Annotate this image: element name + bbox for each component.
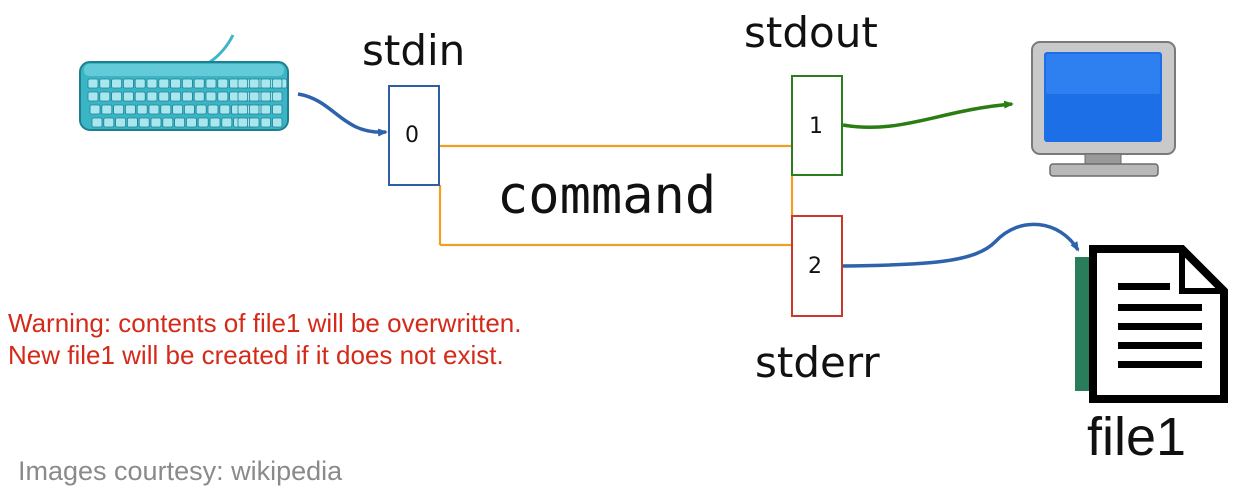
keyboard-icon bbox=[79, 34, 289, 131]
keyboard-key bbox=[162, 117, 174, 128]
stdout-label: stdout bbox=[744, 8, 878, 57]
keyboard-key bbox=[249, 91, 260, 102]
keyboard-key bbox=[205, 78, 217, 89]
command-wiring bbox=[438, 144, 794, 247]
keyboard-key bbox=[123, 91, 134, 102]
keyboard-key bbox=[221, 117, 233, 128]
keyboard-key bbox=[150, 117, 162, 128]
keyboard-key bbox=[237, 104, 248, 115]
output-arrow bbox=[842, 100, 1014, 130]
keyboard-key bbox=[134, 91, 146, 102]
keyboard-key bbox=[237, 78, 248, 89]
keyboard-key bbox=[87, 78, 99, 89]
keyboard-key bbox=[87, 91, 99, 102]
keyboard-key bbox=[195, 104, 207, 115]
keyboard-key bbox=[172, 104, 184, 115]
stderr-fd-number: 2 bbox=[808, 254, 822, 279]
keyboard-key bbox=[272, 78, 283, 89]
keyboard-key bbox=[127, 117, 138, 128]
keyboard-key bbox=[146, 91, 158, 102]
keyboard-key bbox=[181, 78, 193, 89]
keyboard-key bbox=[260, 117, 271, 128]
keyboard-key bbox=[115, 117, 126, 128]
keyboard-key bbox=[272, 104, 283, 115]
keyboard-key bbox=[249, 104, 260, 115]
stdout-fd-box bbox=[791, 75, 843, 176]
keyboard-key bbox=[158, 78, 170, 89]
image-credit: Images courtesy: wikipedia bbox=[18, 456, 343, 486]
keyboard-key bbox=[193, 91, 205, 102]
keyboard-key bbox=[181, 91, 193, 102]
keyboard-key bbox=[260, 78, 271, 89]
keyboard-key bbox=[103, 117, 115, 128]
stdin-fd-box bbox=[388, 85, 440, 186]
warning-line-1: Warning: contents of file1 will be overw… bbox=[8, 308, 522, 338]
keyboard-key bbox=[134, 78, 146, 89]
keyboard-key bbox=[185, 117, 197, 128]
stdout-fd-number: 1 bbox=[809, 114, 823, 139]
keyboard-key bbox=[219, 104, 231, 115]
error-arrow bbox=[842, 222, 1080, 268]
monitor-icon bbox=[1031, 41, 1176, 177]
keyboard-key bbox=[146, 78, 158, 89]
keyboard-key bbox=[113, 104, 124, 115]
stdin-fd-number: 0 bbox=[405, 123, 419, 148]
keyboard-key bbox=[123, 78, 134, 89]
keyboard-key bbox=[148, 104, 160, 115]
keyboard-key bbox=[101, 104, 113, 115]
command-label: command bbox=[497, 166, 717, 226]
keyboard-key bbox=[217, 91, 229, 102]
keyboard-key bbox=[125, 104, 136, 115]
file1-label: file1 bbox=[1087, 407, 1187, 467]
keyboard-key bbox=[205, 91, 217, 102]
keyboard-key bbox=[160, 104, 172, 115]
keyboard-key bbox=[170, 78, 182, 89]
keyboard-key bbox=[249, 78, 260, 89]
keyboard-key bbox=[237, 117, 248, 128]
keyboard-key bbox=[111, 78, 122, 89]
keyboard-key bbox=[260, 104, 271, 115]
keyboard-key bbox=[99, 78, 111, 89]
keyboard-key bbox=[99, 91, 111, 102]
stderr-fd-box bbox=[791, 215, 843, 317]
keyboard-key bbox=[237, 91, 248, 102]
warning-line-2: New file1 will be created if it does not… bbox=[8, 340, 504, 370]
keyboard-key bbox=[158, 91, 170, 102]
keyboard-key bbox=[91, 117, 103, 128]
keyboard-key bbox=[272, 91, 283, 102]
keyboard-key bbox=[170, 91, 182, 102]
keyboard-key bbox=[138, 117, 150, 128]
keyboard-key bbox=[207, 104, 219, 115]
stderr-label: stderr bbox=[755, 338, 880, 387]
input-arrow bbox=[297, 92, 388, 137]
keyboard-key bbox=[197, 117, 209, 128]
keyboard-key bbox=[193, 78, 205, 89]
document-icon bbox=[1075, 245, 1228, 403]
keyboard-key bbox=[136, 104, 148, 115]
stdin-label: stdin bbox=[362, 26, 466, 75]
keyboard-key bbox=[249, 117, 260, 128]
keyboard-key bbox=[174, 117, 186, 128]
keyboard-key bbox=[111, 91, 122, 102]
keyboard-key bbox=[260, 91, 271, 102]
keyboard-key bbox=[272, 117, 283, 128]
keyboard-key bbox=[209, 117, 221, 128]
keyboard-key bbox=[217, 78, 229, 89]
keyboard-key bbox=[89, 104, 101, 115]
keyboard-key bbox=[183, 104, 195, 115]
